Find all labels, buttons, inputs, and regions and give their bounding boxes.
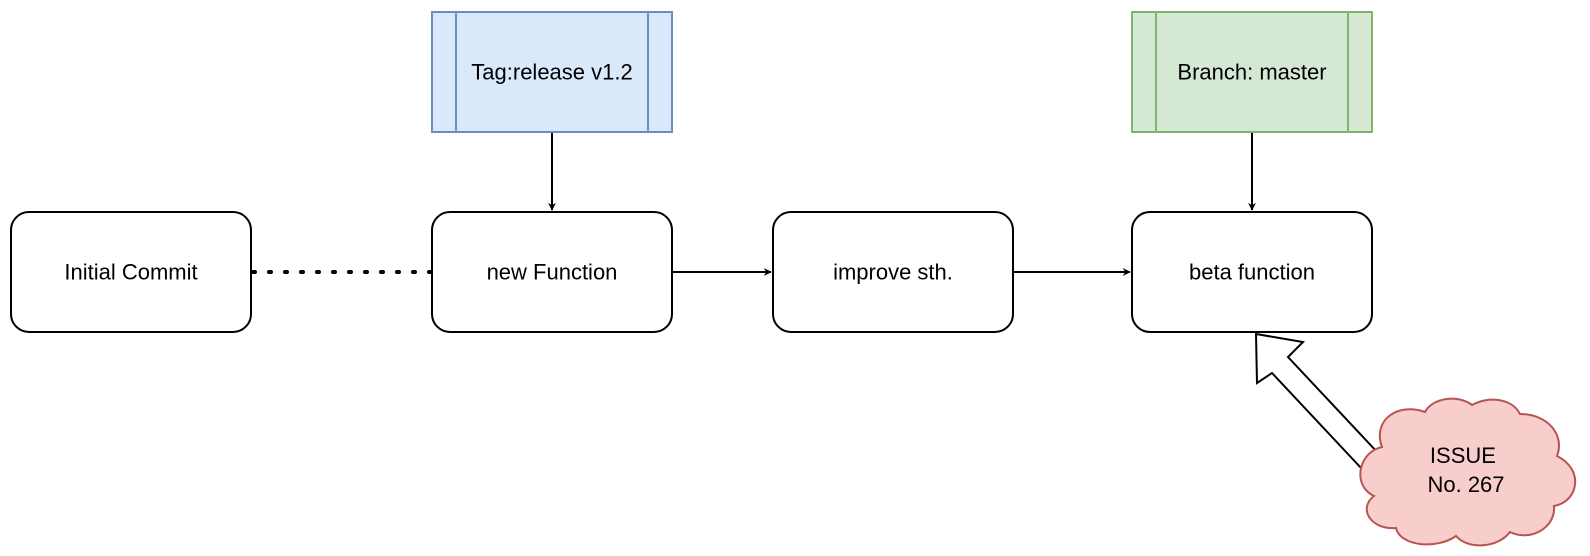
issue-label-line1: ISSUE [1430, 443, 1496, 468]
commit-improve-label: improve sth. [833, 260, 953, 285]
issue-cloud-shape [1359, 397, 1576, 547]
commit-new-function[interactable]: new Function [431, 211, 673, 333]
commit-initial-commit[interactable]: Initial Commit [10, 211, 252, 333]
commit-improve[interactable]: improve sth. [772, 211, 1014, 333]
branch-master-label: Branch: master [1177, 60, 1326, 85]
tag-release-label: Tag:release v1.2 [471, 60, 632, 85]
commit-beta-function-label: beta function [1189, 260, 1315, 285]
issue-label: ISSUE No. 267 [1427, 443, 1504, 497]
commit-new-function-label: new Function [487, 260, 618, 285]
tag-release-box[interactable]: Tag:release v1.2 [431, 11, 673, 133]
commit-initial-commit-label: Initial Commit [64, 260, 197, 285]
commit-beta-function[interactable]: beta function [1131, 211, 1373, 333]
block-arrow-issue-to-beta[interactable] [1254, 332, 1380, 471]
issue-cloud[interactable]: ISSUE No. 267 [1359, 397, 1576, 547]
issue-label-line2: No. 267 [1427, 472, 1504, 497]
branch-master-box[interactable]: Branch: master [1131, 11, 1373, 133]
